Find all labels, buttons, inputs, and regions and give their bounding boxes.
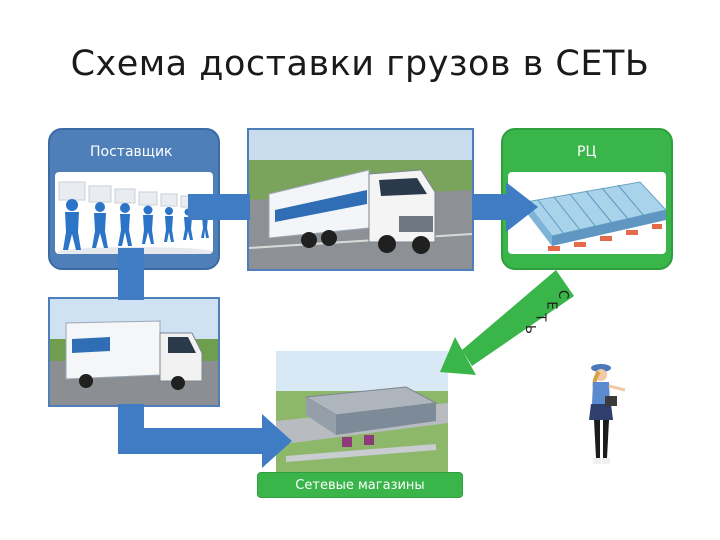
arrow-truck-to-dc <box>472 182 538 232</box>
arrow-dc-to-stores <box>440 270 574 375</box>
arrow-truck-to-store <box>118 404 292 468</box>
set-letter: Т <box>533 314 546 322</box>
arrow-supplier-down <box>118 248 144 300</box>
set-letter: Ь <box>523 325 536 334</box>
set-letter: С <box>556 290 569 299</box>
set-letter: Е <box>545 301 558 309</box>
arrow-supplier-to-truck <box>188 194 250 220</box>
